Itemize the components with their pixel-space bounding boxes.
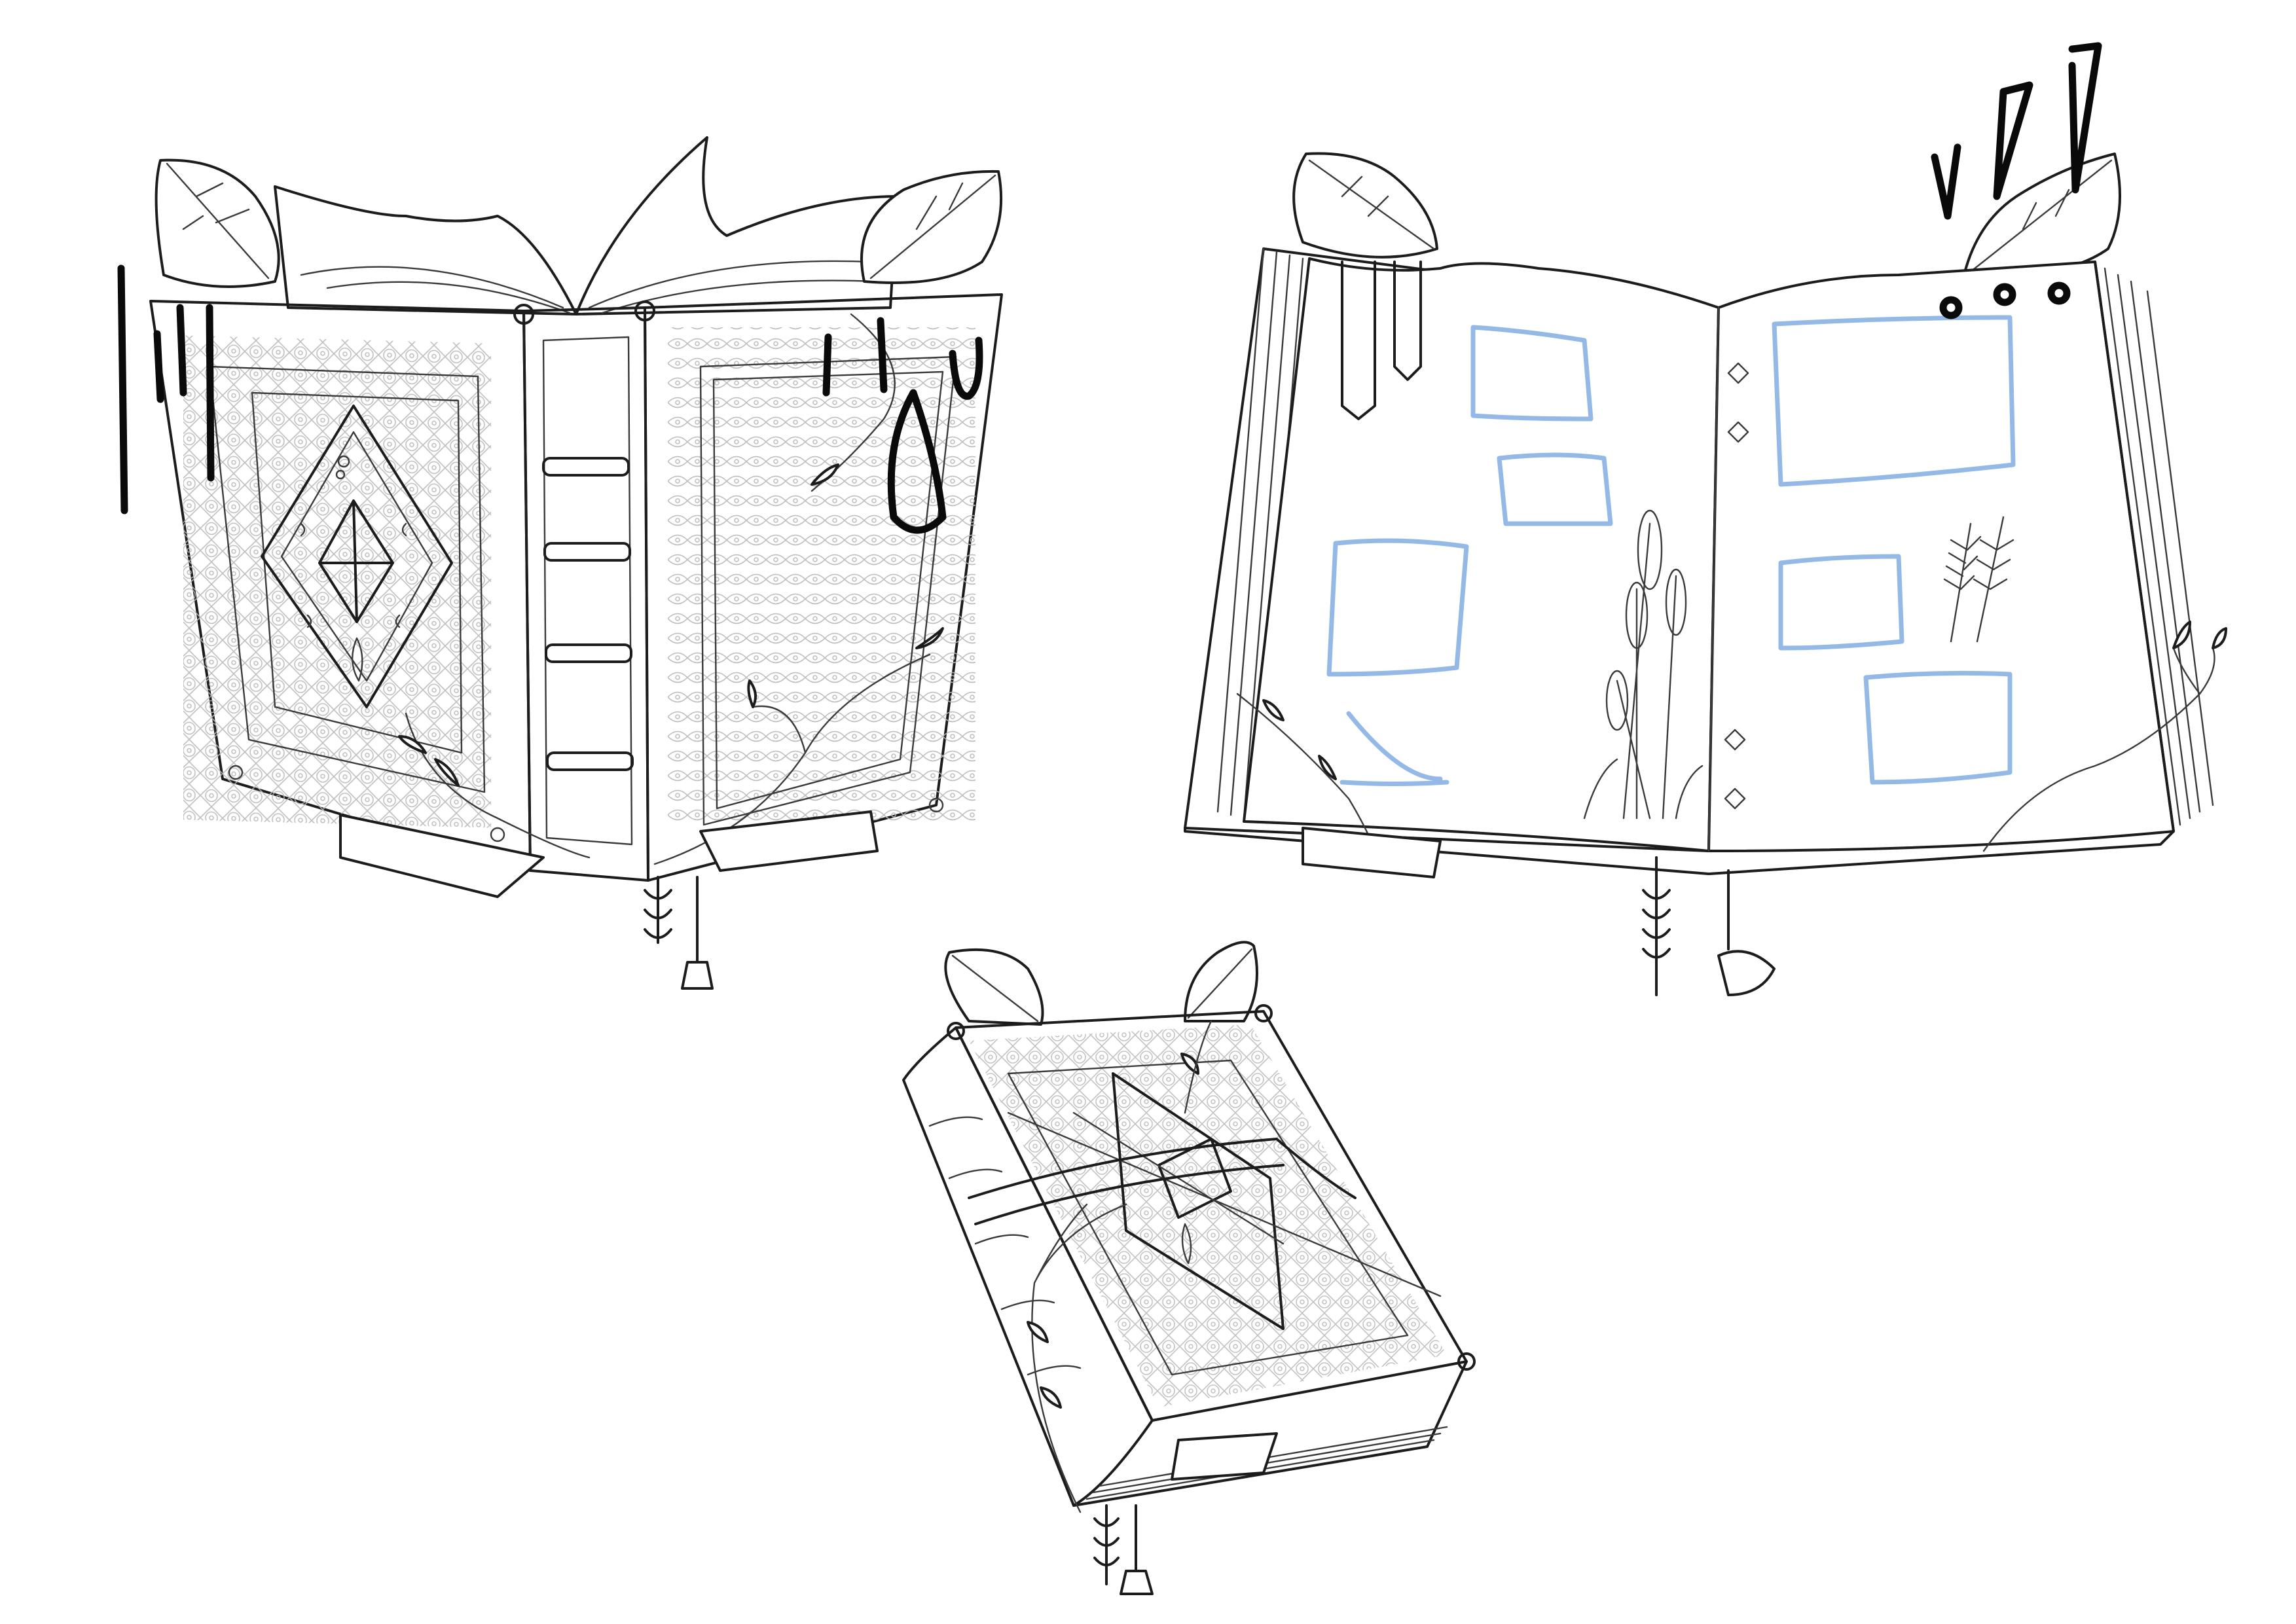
book3-vine [1031, 1203, 1127, 1513]
book-open-back-view [117, 136, 1003, 990]
book1-bookmarks [339, 810, 879, 990]
book-open-spread [1184, 42, 2227, 996]
book3-page-edge [1072, 1360, 1468, 1507]
book1-top-pages [274, 136, 898, 316]
book3-bookmarks [1093, 1432, 1278, 1595]
book2-bookmarks [1302, 827, 1776, 996]
book3-strap [968, 1138, 1357, 1225]
book2-fern-illustration [1943, 516, 2014, 643]
book2-spine-studs [1724, 362, 1749, 810]
book1-leaf-left [155, 158, 280, 288]
book2-blue-layout-sketch [1326, 315, 2016, 786]
book1-correction-marks [117, 264, 983, 534]
book1-diamond-frame [261, 405, 453, 708]
book1-right-cover [644, 293, 1003, 882]
book2-ribbon-markers [1341, 261, 1422, 420]
book-closed-perspective [902, 941, 1476, 1595]
book2-right-page [1707, 261, 2175, 852]
book1-crystal [318, 499, 394, 623]
book3-diamond-frame [1112, 1072, 1285, 1330]
book2-vines [1236, 621, 2227, 852]
book2-correction-marks [1931, 42, 2102, 319]
book2-lavender-illustration [1583, 509, 1704, 820]
book1-spine [513, 300, 655, 882]
book2-leaf-left [1292, 152, 1438, 259]
